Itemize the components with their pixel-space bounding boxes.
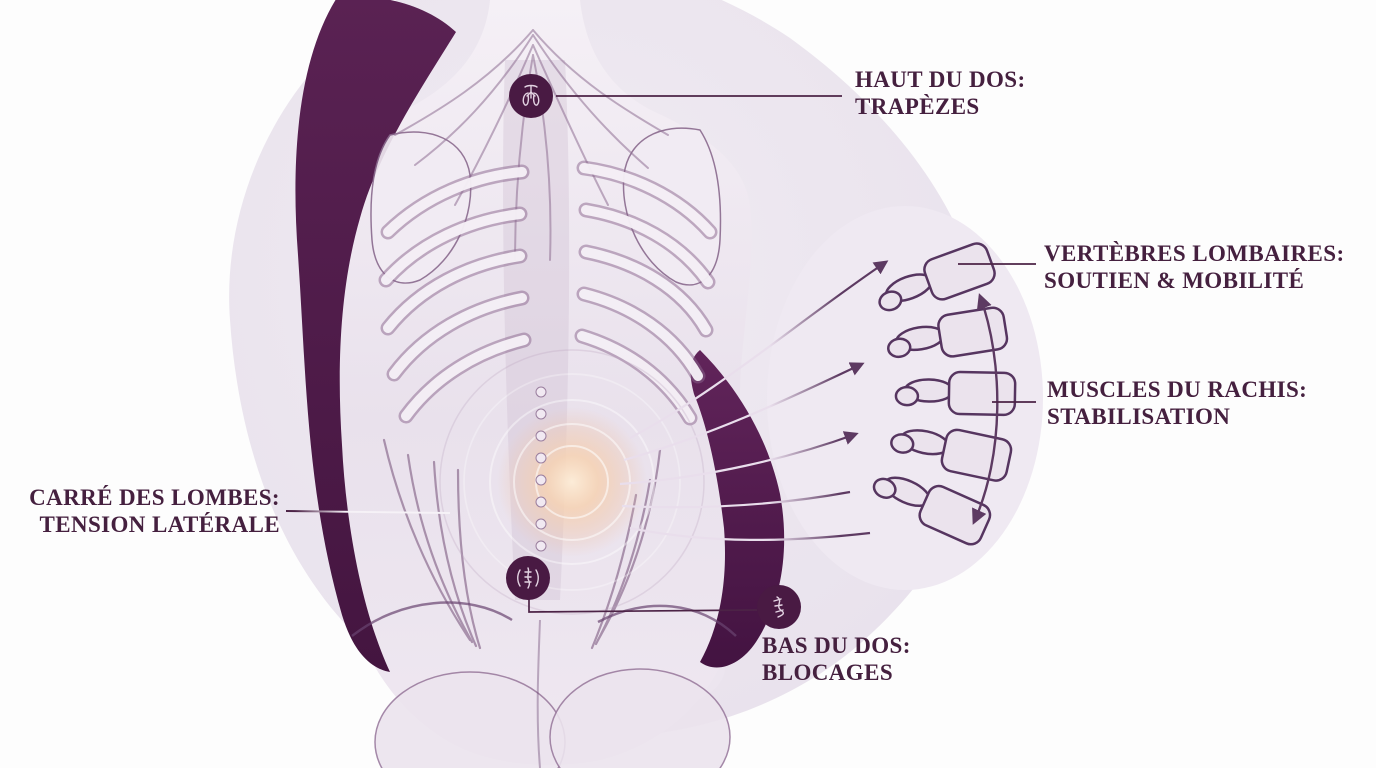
label-quadratus-lumborum: CARRÉ DES LOMBES: TENSION LATÉRALE bbox=[29, 484, 280, 538]
flow-arrows bbox=[619, 260, 889, 541]
lower-back-badge bbox=[506, 556, 550, 600]
mobility-arc-arrow bbox=[972, 293, 999, 525]
label-lower-back-line2: BLOCAGES bbox=[762, 660, 894, 685]
left-dark-accent bbox=[295, 0, 456, 672]
label-lower-back: BAS DU DOS: BLOCAGES bbox=[762, 632, 911, 686]
label-lower-back-line1: BAS DU DOS: bbox=[762, 633, 911, 658]
spine-curve-icon bbox=[773, 596, 785, 618]
vertebra bbox=[878, 242, 996, 312]
label-quadratus-lumborum-line2: TENSION LATÉRALE bbox=[39, 512, 280, 537]
pelvis bbox=[351, 601, 737, 768]
label-quadratus-lumborum-line1: CARRÉ DES LOMBES: bbox=[29, 485, 280, 510]
label-spinal-muscles: MUSCLES DU RACHIS: STABILISATION bbox=[1047, 376, 1307, 430]
label-upper-back-line1: HAUT DU DOS: bbox=[855, 67, 1026, 92]
leader-lines bbox=[285, 95, 1036, 613]
quadratus-lumborum-fibres bbox=[382, 438, 662, 650]
pain-glow bbox=[439, 349, 705, 615]
leader-quadratus bbox=[285, 510, 451, 514]
back-figure bbox=[295, 0, 785, 768]
lungs-torso-icon bbox=[522, 84, 540, 106]
rib-cage bbox=[378, 160, 718, 426]
label-lumbar-vertebrae-line2: SOUTIEN & MOBILITÉ bbox=[1044, 268, 1305, 293]
label-upper-back: HAUT DU DOS: TRAPÈZES bbox=[855, 66, 1026, 120]
label-lumbar-vertebrae-line1: VERTÈBRES LOMBAIRES: bbox=[1044, 241, 1345, 266]
label-spinal-muscles-line2: STABILISATION bbox=[1047, 404, 1231, 429]
label-spinal-muscles-line1: MUSCLES DU RACHIS: bbox=[1047, 377, 1308, 402]
upper-back-badge bbox=[509, 74, 553, 118]
label-upper-back-line2: TRAPÈZES bbox=[855, 94, 980, 119]
lower-back-target-badge bbox=[757, 585, 801, 629]
lumbar-spine-detail bbox=[872, 242, 1017, 546]
label-lumbar-vertebrae: VERTÈBRES LOMBAIRES: SOUTIEN & MOBILITÉ bbox=[1044, 240, 1345, 294]
leader-lower-back bbox=[528, 598, 758, 613]
spine-icon bbox=[517, 567, 539, 589]
spine-bumps bbox=[535, 386, 547, 574]
